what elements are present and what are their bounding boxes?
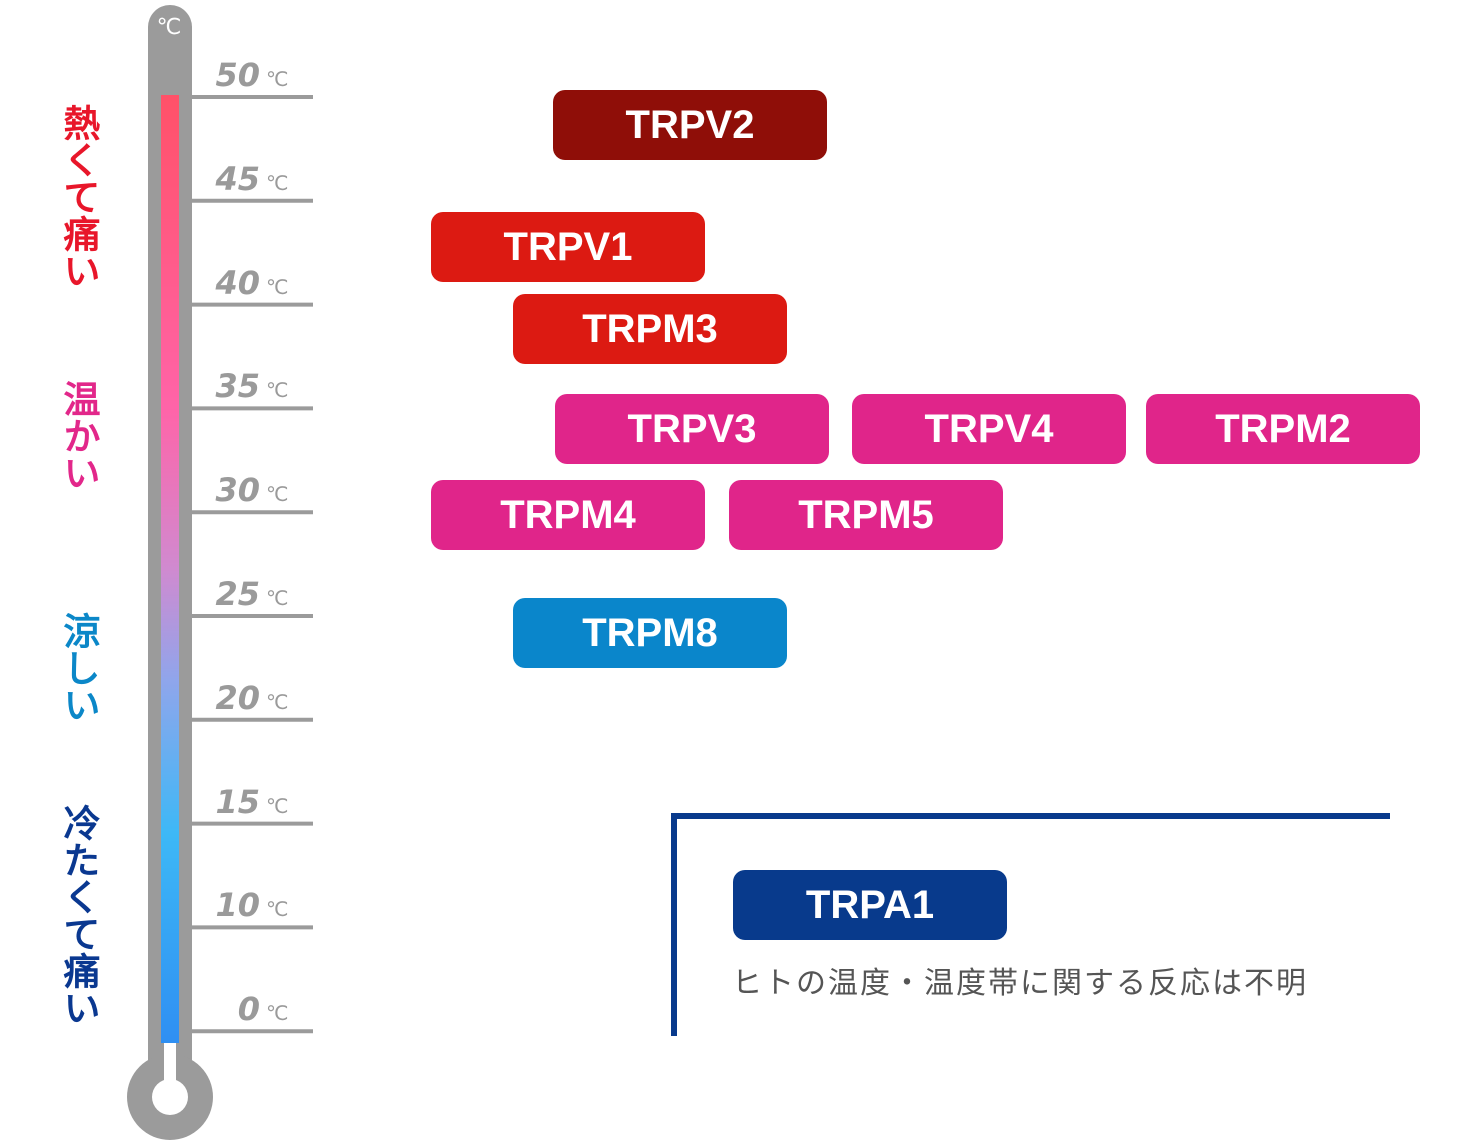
channel-trpv3: TRPV3 [555, 394, 829, 464]
sensation-label-hot-pain: 熱くて痛い [57, 104, 100, 289]
thermometer: ℃ [127, 5, 313, 1140]
unknown-range-frame [671, 813, 1390, 1036]
tick-label: 30℃ [215, 471, 289, 510]
sensation-label-cool: 涼しい [57, 612, 100, 723]
channel-trpm5: TRPM5 [729, 480, 1003, 550]
sensation-label-warm: 温かい [57, 380, 100, 491]
thermometer-mercury [161, 95, 179, 1043]
tick-label: 10℃ [215, 886, 289, 925]
channel-trpm4: TRPM4 [431, 480, 705, 550]
channel-trpm8: TRPM8 [513, 598, 787, 668]
tick-label: 40℃ [215, 263, 289, 302]
channel-trpm3: TRPM3 [513, 294, 787, 364]
channel-trpv4: TRPV4 [852, 394, 1126, 464]
thermometer-unit-symbol: ℃ [157, 15, 182, 40]
channel-trpv1: TRPV1 [431, 212, 705, 282]
sensation-label-cold-pain: 冷たくて痛い [57, 804, 100, 1026]
tick-label: 25℃ [215, 575, 289, 613]
tick-label: 50℃ [215, 56, 289, 94]
thermometer-tick-lines [190, 95, 313, 1034]
tick-label: 0℃ [237, 990, 289, 1029]
channel-trpm2: TRPM2 [1146, 394, 1420, 464]
channel-trpa1: TRPA1 [733, 870, 1007, 940]
channel-trpv2: TRPV2 [553, 90, 827, 160]
tick-label: 35℃ [215, 367, 289, 406]
tick-label: 45℃ [215, 159, 289, 198]
unknown-range-note: ヒトの温度・温度帯に関する反応は不明 [732, 966, 1308, 1001]
tick-label: 15℃ [215, 782, 289, 821]
tick-label: 20℃ [215, 678, 289, 717]
